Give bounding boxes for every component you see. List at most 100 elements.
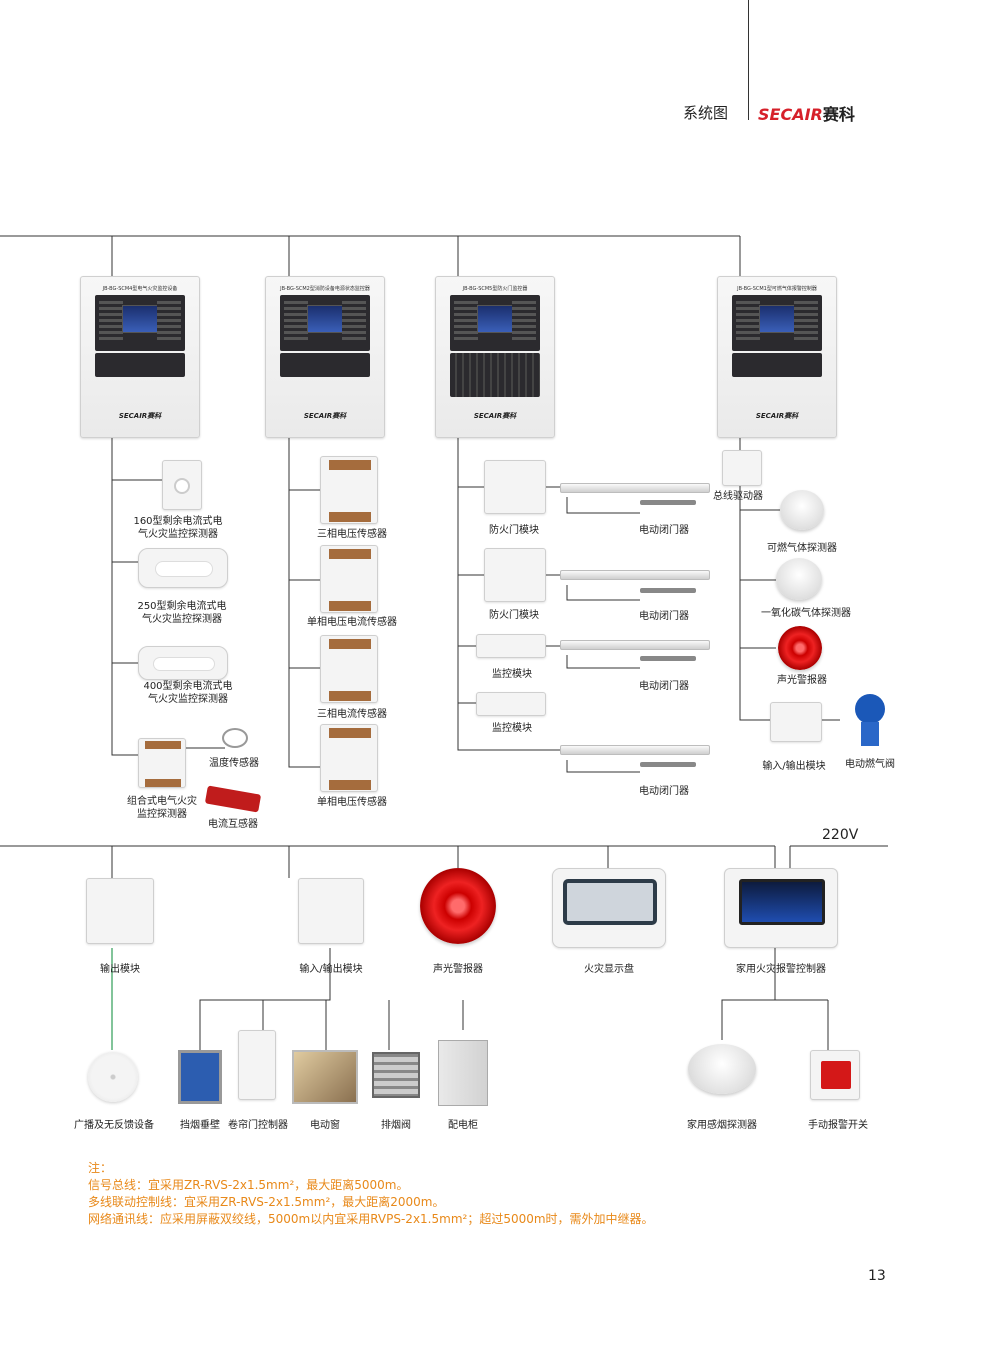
co-detector-device	[776, 558, 822, 600]
voltage-label: 220V	[822, 827, 859, 843]
label-smoke-exhaust-valve: 排烟阀	[381, 1120, 411, 1131]
notes-heading: 注：	[88, 1161, 113, 1175]
panel-logo: SECAIR赛科	[755, 412, 799, 420]
panel-display	[280, 295, 370, 351]
notes-block: 注： 信号总线：宜采用ZR-RVS-2x1.5mm²，最大距离5000m。 多线…	[88, 1160, 654, 1228]
panel-lower	[450, 353, 540, 397]
electric-window-device	[292, 1050, 358, 1104]
panel-logo: SECAIR赛科	[473, 412, 517, 420]
door-closer-1-arm	[640, 500, 696, 505]
header-divider	[748, 0, 749, 120]
door-closer-2-rail	[560, 570, 710, 580]
door-closer-2-arm	[640, 588, 696, 593]
label-io-module: 输入/输出模块	[762, 761, 826, 772]
panel-display	[95, 295, 185, 351]
temperature-sensor-device	[222, 728, 248, 748]
label-fire-display-panel: 火灾显示盘	[584, 964, 634, 975]
label-sound-light-alarm-bottom: 声光警报器	[433, 964, 483, 975]
monitor-module-2-device	[476, 692, 546, 716]
panel-display	[732, 295, 822, 351]
combo-detector-device	[138, 738, 186, 788]
rolling-door-controller-device	[238, 1030, 276, 1100]
brand-cn: 赛科	[822, 105, 855, 124]
brand-logo: SECAIR赛科	[758, 101, 855, 125]
label-manual-alarm-switch: 手动报警开关	[808, 1120, 868, 1131]
smoke-curtain-device	[178, 1050, 222, 1104]
fire-door-module-1-device	[484, 460, 546, 514]
label-rolling-door: 卷帘门控制器	[228, 1120, 288, 1131]
home-controller-device	[724, 868, 838, 948]
label-monitor-module-2: 监控模块	[492, 723, 532, 734]
label-bus-driver: 总线驱动器	[713, 491, 763, 502]
gas-alarm-controller-panel: JB-BG-SCM1型可燃气体报警控制器 SECAIR赛科	[717, 276, 837, 438]
detector-400-device	[138, 646, 228, 680]
manual-alarm-switch-device	[810, 1050, 860, 1100]
panel-lower	[732, 353, 822, 377]
panel-title: JB-BG-SCM2型消防设备电源状态监控器	[280, 286, 370, 292]
label-door-closer-2: 电动闭门器	[639, 611, 689, 622]
electrical-fire-monitor-panel: JB-BG-SCM4型电气火灾监控设备 SECAIR赛科	[80, 276, 200, 438]
panel-lower	[280, 353, 370, 377]
label-sensor-3: 三相电流传感器	[317, 709, 387, 720]
home-smoke-detector-device	[688, 1044, 756, 1094]
label-gas-detector: 可燃气体探测器	[767, 543, 837, 554]
brand-latin: SECAIR	[758, 105, 823, 124]
sensor-device-4	[320, 724, 378, 792]
label-fire-door-module-1: 防火门模块	[489, 525, 539, 536]
gas-valve-device	[845, 694, 895, 748]
label-output-module: 输出模块	[100, 964, 140, 975]
label-monitor-module-1: 监控模块	[492, 669, 532, 680]
sound-light-alarm-bottom-device	[420, 868, 496, 944]
label-sound-light-alarm: 声光警报器	[777, 675, 827, 686]
label-distribution-cabinet: 配电柜	[448, 1120, 478, 1131]
monitor-module-1-device	[476, 634, 546, 658]
sound-light-alarm-device	[778, 626, 822, 670]
label-electric-window: 电动窗	[310, 1120, 340, 1131]
label-sensor-2: 单相电压电流传感器	[307, 617, 397, 628]
fire-door-monitor-panel: JB-BG-SCM5型防火门监控器 SECAIR赛科	[435, 276, 555, 438]
io-module-device	[770, 702, 822, 742]
page-number: 13	[868, 1268, 886, 1284]
broadcast-speaker-device	[88, 1052, 138, 1102]
label-door-closer-4: 电动闭门器	[639, 786, 689, 797]
label-temperature-sensor: 温度传感器	[209, 758, 259, 769]
door-closer-3-rail	[560, 640, 710, 650]
panel-logo: SECAIR赛科	[118, 412, 162, 420]
sensor-device-2	[320, 545, 378, 613]
fire-door-module-2-device	[484, 548, 546, 602]
panel-display	[450, 295, 540, 351]
label-detector-400: 400型剩余电流式电气火灾监控探测器	[143, 681, 233, 705]
panel-title: JB-BG-SCM5型防火门监控器	[462, 286, 528, 292]
label-door-closer-3: 电动闭门器	[639, 681, 689, 692]
label-door-closer-1: 电动闭门器	[639, 525, 689, 536]
fire-display-panel-device	[552, 868, 666, 948]
label-broadcast: 广播及无反馈设备	[74, 1120, 154, 1131]
label-home-smoke-detector: 家用感烟探测器	[687, 1120, 757, 1131]
label-current-transformer: 电流互感器	[208, 819, 258, 830]
notes-line-2: 多线联动控制线：宜采用ZR-RVS-2x1.5mm²，最大距离2000m。	[88, 1195, 445, 1209]
label-detector-160: 160型剩余电流式电气火灾监控探测器	[133, 516, 223, 540]
door-closer-4-arm	[640, 762, 696, 767]
panel-logo: SECAIR赛科	[303, 412, 347, 420]
panel-title: JB-BG-SCM1型可燃气体报警控制器	[737, 286, 817, 292]
distribution-cabinet-device	[438, 1040, 488, 1106]
detector-160-device	[162, 460, 202, 510]
panel-title: JB-BG-SCM4型电气火灾监控设备	[102, 286, 178, 292]
sensor-device-3	[320, 635, 378, 703]
label-sensor-1: 三相电压传感器	[317, 529, 387, 540]
label-co-detector: 一氧化碳气体探测器	[761, 608, 851, 619]
door-closer-4-rail	[560, 745, 710, 755]
output-module-device	[86, 878, 154, 944]
label-sensor-4: 单相电压传感器	[317, 797, 387, 808]
sensor-device-1	[320, 456, 378, 524]
header-section-title: 系统图	[683, 104, 729, 122]
detector-250-device	[138, 548, 228, 588]
power-monitor-panel: JB-BG-SCM2型消防设备电源状态监控器 SECAIR赛科	[265, 276, 385, 438]
label-fire-door-module-2: 防火门模块	[489, 610, 539, 621]
bus-driver-device	[722, 450, 762, 486]
label-smoke-curtain: 挡烟垂壁	[180, 1120, 220, 1131]
door-closer-3-arm	[640, 656, 696, 661]
smoke-exhaust-valve-device	[372, 1052, 420, 1098]
